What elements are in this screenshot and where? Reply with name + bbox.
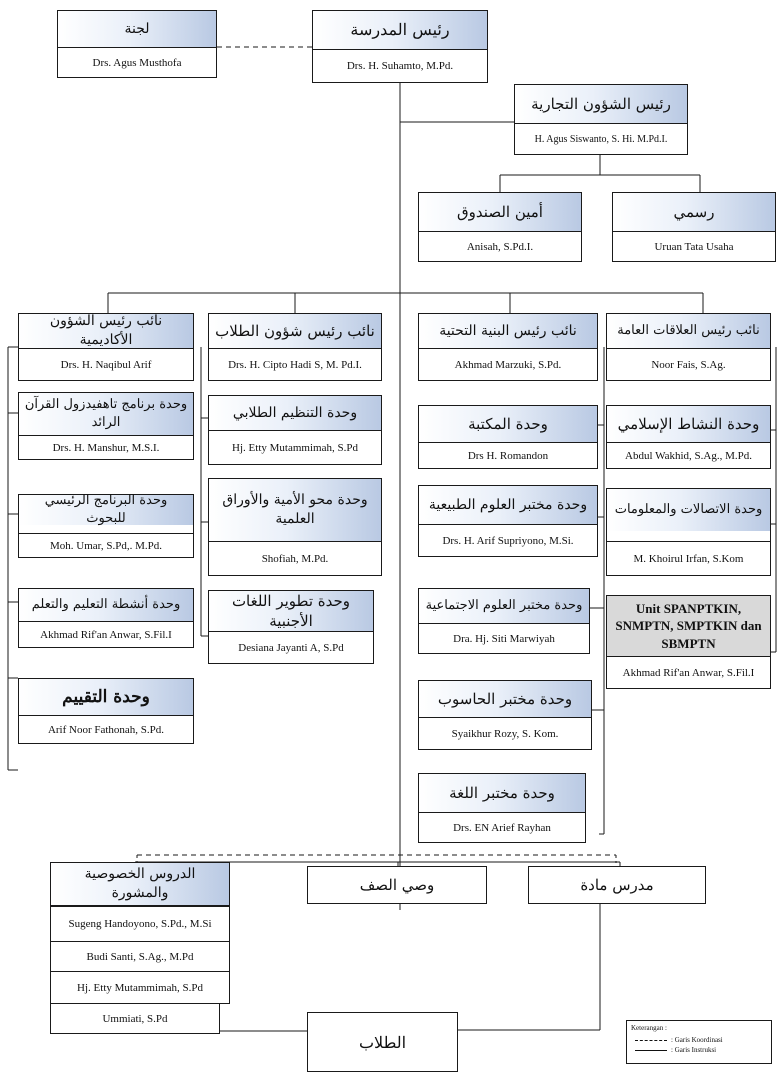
unit-teaching-name: Akhmad Rif'an Anwar, S.Fil.I	[19, 621, 193, 647]
unit-islamic-title: وحدة النشاط الإسلامي	[607, 406, 770, 442]
subject-teacher-box: مدرس مادة	[528, 866, 706, 904]
unit-social-lab-name: Dra. Hj. Siti Marwiyah	[419, 623, 589, 653]
unit-teaching-title: وحدة أنشطة التعليم والتعلم	[19, 589, 193, 621]
unit-computer-lab-title: وحدة مختبر الحاسوب	[419, 681, 591, 717]
vp-student-title: نائب رئيس شؤون الطلاب	[209, 314, 381, 348]
treasurer-title: أمين الصندوق	[419, 193, 581, 231]
business-head-box: رئيس الشؤون التجارية H. Agus Siswanto, S…	[514, 84, 688, 155]
unit-science-lab-name: Drs. H. Arif Supriyono, M.Si.	[419, 524, 597, 556]
unit-communications-name: M. Khoirul Irfan, S.Kom	[607, 541, 770, 575]
headmaster-name: Drs. H. Suhamto, M.Pd.	[313, 49, 487, 82]
vp-student-name: Drs. H. Cipto Hadi S, M. Pd.I.	[209, 348, 381, 380]
unit-social-lab-box: وحدة مختبر العلوم الاجتماعية Dra. Hj. Si…	[418, 588, 590, 654]
legend-instruction-label: : Garis Instruksi	[671, 1046, 717, 1054]
committee-name: Drs. Agus Musthofa	[58, 47, 216, 77]
unit-communications-title: وحدة الاتصالات والمعلومات	[607, 489, 770, 531]
unit-literacy-box: وحدة محو الأمية والأوراق العلمية Shofiah…	[208, 478, 382, 576]
vp-infra-title: نائب رئيس البنية التحتية	[419, 314, 597, 348]
official-box: رسمي Uruan Tata Usaha	[612, 192, 776, 262]
vp-infra-name: Akhmad Marzuki, S.Pd.	[419, 348, 597, 380]
vp-public-box: نائب رئيس العلاقات العامة Noor Fais, S.A…	[606, 313, 771, 381]
business-head-name: H. Agus Siswanto, S. Hi. M.Pd.I.	[515, 123, 687, 154]
official-name: Uruan Tata Usaha	[613, 231, 775, 261]
vp-student-box: نائب رئيس شؤون الطلاب Drs. H. Cipto Hadi…	[208, 313, 382, 381]
counseling-title: الدروس الخصوصية والمشورة	[51, 863, 229, 905]
unit-admission-title: Unit SPANPTKIN, SNMPTN, SMPTKIN dan SBMP…	[607, 596, 770, 656]
solid-line-swatch	[635, 1049, 667, 1051]
treasurer-name: Anisah, S.Pd.I.	[419, 231, 581, 261]
unit-science-lab-title: وحدة مختبر العلوم الطبيعية	[419, 486, 597, 524]
unit-social-lab-title: وحدة مختبر العلوم الاجتماعية	[419, 589, 589, 623]
committee-box: لجنة Drs. Agus Musthofa	[57, 10, 217, 78]
vp-academic-title: نائب رئيس الشؤون الأكاديمية	[19, 313, 193, 348]
unit-tahfidz-title: وحدة برنامج تاهفيدزول القرآن الرائد	[19, 393, 193, 435]
legend-title: Keterangan :	[631, 1024, 667, 1032]
unit-language-lab-title: وحدة مختبر اللغة	[419, 774, 585, 812]
unit-literacy-name: Shofiah, M.Pd.	[209, 541, 381, 575]
unit-research-box: وحدة البرنامج الرئيسي للبحوث Moh. Umar, …	[18, 493, 194, 558]
unit-tahfidz-name: Drs. H. Manshur, M.S.I.	[19, 435, 193, 459]
unit-languages-title: وحدة تطوير اللغات الأجنبية	[209, 591, 373, 631]
unit-teaching-box: وحدة أنشطة التعليم والتعلم Akhmad Rif'an…	[18, 588, 194, 648]
unit-islamic-name: Abdul Wakhid, S.Ag., M.Pd.	[607, 442, 770, 468]
vp-academic-box: نائب رئيس الشؤون الأكاديمية Drs. H. Naqi…	[18, 313, 194, 381]
counseling-box: الدروس الخصوصية والمشورة	[50, 862, 230, 906]
legend: Keterangan : : Garis Koordinasi : Garis …	[626, 1020, 772, 1064]
headmaster-title: رئيس المدرسة	[313, 11, 487, 49]
unit-language-lab-box: وحدة مختبر اللغة Drs. EN Arief Rayhan	[418, 773, 586, 843]
legend-coordination-label: : Garis Koordinasi	[671, 1036, 723, 1044]
treasurer-box: أمين الصندوق Anisah, S.Pd.I.	[418, 192, 582, 262]
unit-student-org-title: وحدة التنظيم الطلابي	[209, 396, 381, 430]
unit-islamic-box: وحدة النشاط الإسلامي Abdul Wakhid, S.Ag.…	[606, 405, 771, 469]
unit-research-name: Moh. Umar, S.Pd,. M.Pd.	[19, 533, 193, 557]
unit-communications-box: وحدة الاتصالات والمعلومات M. Khoirul Irf…	[606, 488, 771, 576]
unit-literacy-title: وحدة محو الأمية والأوراق العلمية	[209, 479, 381, 541]
unit-student-org-name: Hj. Etty Mutammimah, S.Pd	[209, 430, 381, 464]
unit-evaluation-name: Arif Noor Fathonah, S.Pd.	[19, 715, 193, 743]
vp-public-name: Noor Fais, S.Ag.	[607, 348, 770, 380]
business-head-title: رئيس الشؤون التجارية	[515, 85, 687, 123]
students-box: الطلاب	[307, 1012, 458, 1072]
unit-computer-lab-name: Syaikhur Rozy, S. Kom.	[419, 717, 591, 749]
vp-infra-box: نائب رئيس البنية التحتية Akhmad Marzuki,…	[418, 313, 598, 381]
unit-evaluation-title: وحدة التقييم	[19, 679, 193, 715]
unit-library-name: Drs H. Romandon	[419, 442, 597, 468]
unit-tahfidz-box: وحدة برنامج تاهفيدزول القرآن الرائد Drs.…	[18, 392, 194, 460]
unit-languages-box: وحدة تطوير اللغات الأجنبية Desiana Jayan…	[208, 590, 374, 664]
homeroom-box: وصي الصف	[307, 866, 487, 904]
legend-row-instruction: : Garis Instruksi	[635, 1046, 769, 1054]
unit-language-lab-name: Drs. EN Arief Rayhan	[419, 812, 585, 842]
unit-library-box: وحدة المكتبة Drs H. Romandon	[418, 405, 598, 469]
unit-languages-name: Desiana Jayanti A, S.Pd	[209, 631, 373, 663]
counseling-name-4: Ummiati, S.Pd	[50, 1004, 220, 1034]
counseling-name-1: Sugeng Handoyono, S.Pd., M.Si	[50, 906, 230, 942]
counseling-name-3: Hj. Etty Mutammimah, S.Pd	[50, 972, 230, 1004]
unit-admission-box: Unit SPANPTKIN, SNMPTN, SMPTKIN dan SBMP…	[606, 595, 771, 689]
official-title: رسمي	[613, 193, 775, 231]
unit-computer-lab-box: وحدة مختبر الحاسوب Syaikhur Rozy, S. Kom…	[418, 680, 592, 750]
dashed-line-swatch	[635, 1039, 667, 1041]
unit-admission-name: Akhmad Rif'an Anwar, S.Fil.I	[607, 656, 770, 688]
headmaster-box: رئيس المدرسة Drs. H. Suhamto, M.Pd.	[312, 10, 488, 83]
unit-science-lab-box: وحدة مختبر العلوم الطبيعية Drs. H. Arif …	[418, 485, 598, 557]
vp-academic-name: Drs. H. Naqibul Arif	[19, 348, 193, 380]
counseling-name-2: Budi Santi, S.Ag., M.Pd	[50, 942, 230, 972]
unit-research-title: وحدة البرنامج الرئيسي للبحوث	[19, 493, 193, 526]
committee-title: لجنة	[58, 11, 216, 47]
legend-row-coordination: : Garis Koordinasi	[635, 1036, 769, 1044]
vp-public-title: نائب رئيس العلاقات العامة	[607, 314, 770, 348]
unit-library-title: وحدة المكتبة	[419, 406, 597, 442]
unit-student-org-box: وحدة التنظيم الطلابي Hj. Etty Mutammimah…	[208, 395, 382, 465]
unit-evaluation-box: وحدة التقييم Arif Noor Fathonah, S.Pd.	[18, 678, 194, 744]
